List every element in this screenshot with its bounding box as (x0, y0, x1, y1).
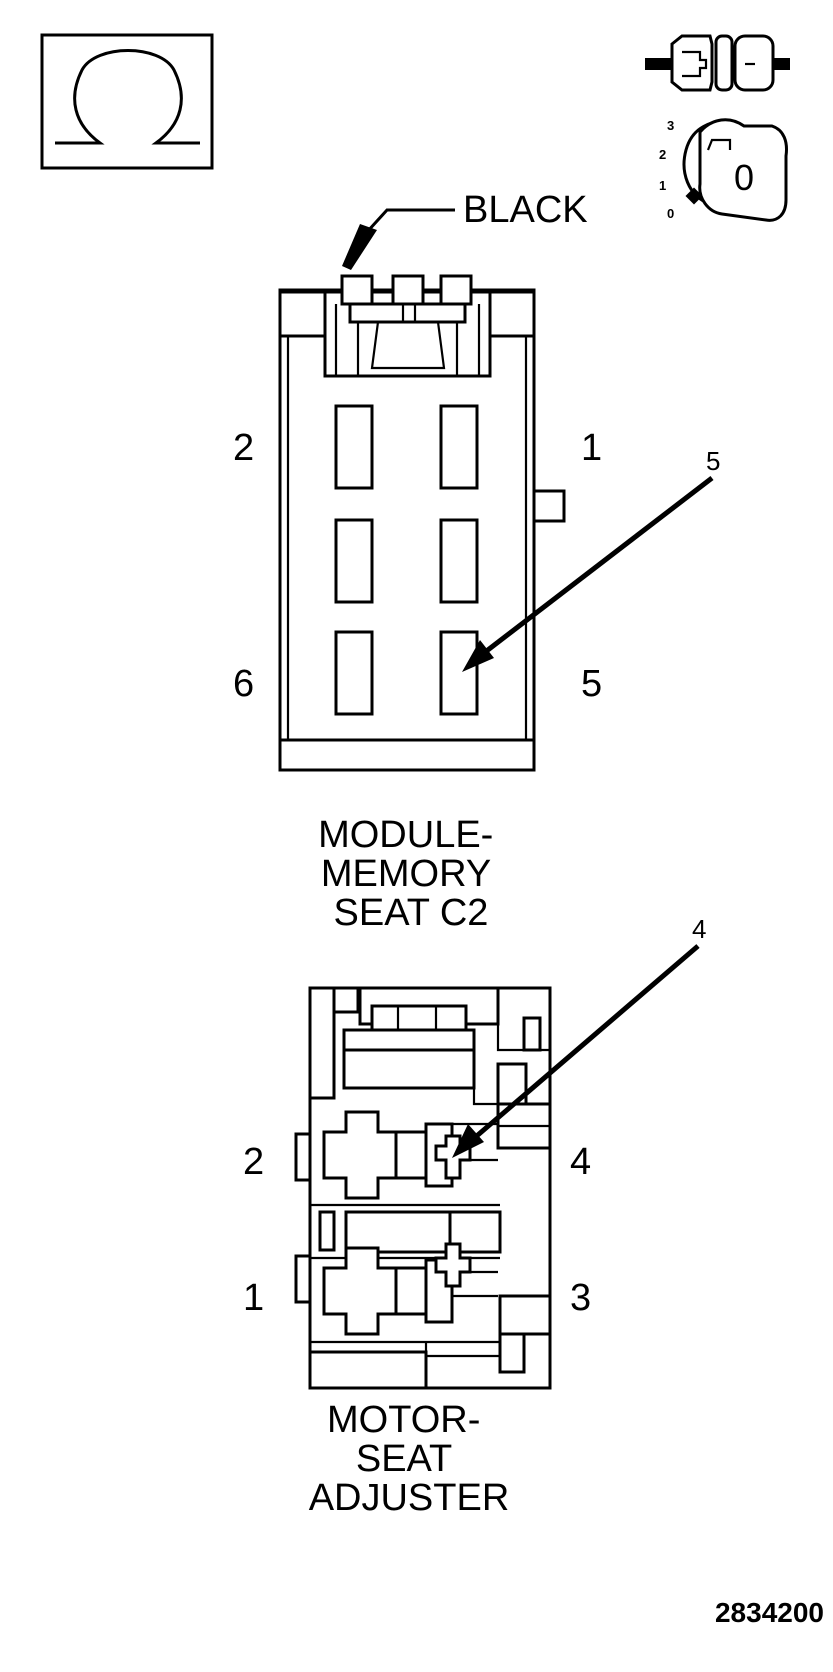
motor-pin-label-1: 1 (243, 1277, 264, 1319)
ohmmeter-omega-icon (40, 33, 214, 170)
c2-cavity-3 (439, 518, 479, 604)
motor-pin-label-2: 2 (243, 1141, 264, 1183)
c2-title-line-1: MODULE- (318, 814, 493, 856)
c2-pin-label-2: 2 (233, 427, 254, 469)
c2-title-line-2: MEMORY (321, 853, 491, 895)
ignition-position-2: 2 (659, 147, 666, 162)
ignition-position-1: 1 (659, 178, 666, 193)
c2-callout-number: 5 (706, 446, 720, 476)
black-callout-arrowhead (342, 224, 377, 270)
c2-cavity-6 (334, 630, 374, 716)
motor-callout-number: 4 (692, 914, 706, 944)
c2-cavity-4 (334, 518, 374, 604)
c2-cavity-5 (439, 630, 479, 716)
motor-terminal-2 (322, 1110, 398, 1200)
c2-title: MODULE- MEMORY SEAT C2 (318, 814, 504, 934)
motor-terminal-1 (322, 1246, 398, 1336)
c2-callout-arrowhead (462, 640, 494, 672)
ignition-key-off-icon: 3 2 1 0 0 (659, 118, 788, 222)
motor-terminal-3 (434, 1242, 472, 1288)
c2-pin-label-5: 5 (581, 663, 602, 705)
motor-callout-arrowhead (452, 1124, 484, 1158)
motor-connector-drawing: 2 4 1 3 4 MOTOR- SEAT ADJUSTER (243, 914, 706, 1519)
motor-title: MOTOR- SEAT ADJUSTER (309, 1399, 510, 1519)
c2-title-line-3: SEAT C2 (334, 892, 489, 934)
connector-c2-drawing: BLACK 2 1 6 5 (233, 189, 720, 934)
ignition-position-0: 0 (667, 206, 674, 221)
figure-number: 2834200 (715, 1597, 824, 1628)
c2-pin-label-6: 6 (233, 663, 254, 705)
motor-pin-label-3: 3 (570, 1277, 591, 1319)
motor-pin-label-4: 4 (570, 1141, 591, 1183)
c2-cavity-2 (334, 404, 374, 490)
disconnected-connector-icon (645, 34, 790, 92)
motor-title-line-1: MOTOR- (327, 1399, 480, 1441)
ignition-key-label: 0 (734, 157, 754, 198)
c2-cavity-1 (439, 404, 479, 490)
c2-pin-label-1: 1 (581, 427, 602, 469)
ignition-position-3: 3 (667, 118, 674, 133)
motor-title-line-3: ADJUSTER (309, 1477, 510, 1519)
motor-title-line-2: SEAT (356, 1438, 452, 1480)
connector-color-label: BLACK (463, 189, 588, 231)
